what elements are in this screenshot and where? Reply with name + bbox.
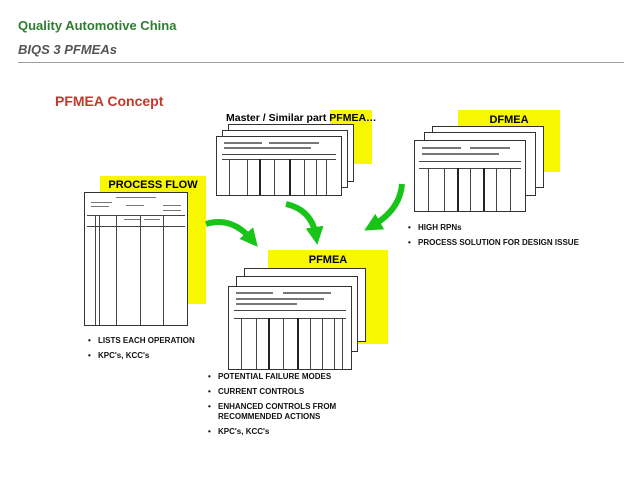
list-item: POTENTIAL FAILURE MODES [208,372,358,382]
list-item: KPC's, KCC's [208,427,358,437]
dfmea-sheet-front [414,140,526,212]
list-item: KPC's, KCC's [88,351,228,361]
list-item: HIGH RPNs [408,223,608,233]
arrow-dfmea-to-pfmea [364,183,405,231]
pfmea-concept-heading: PFMEA Concept [55,93,164,109]
pfmea-sheet-front [228,286,352,370]
pfmea-bullet-list: POTENTIAL FAILURE MODES CURRENT CONTROLS… [208,372,358,442]
header-subtitle: BIQS 3 PFMEAs [18,42,117,57]
list-item: CURRENT CONTROLS [208,387,358,397]
list-item: LISTS EACH OPERATION [88,336,228,346]
list-item: PROCESS SOLUTION FOR DESIGN ISSUE [408,238,608,248]
arrow-master-to-pfmea [285,201,324,245]
header-divider [18,62,624,63]
dfmea-bullet-list: HIGH RPNs PROCESS SOLUTION FOR DESIGN IS… [408,223,608,253]
process-flow-bullet-list: LISTS EACH OPERATION KPC's, KCC's [88,336,228,366]
process-flow-label: PROCESS FLOW [108,179,198,191]
master-pfmea-label: Master / Similar part PFMEA… [226,112,377,124]
master-sheet-front [216,136,342,196]
arrow-process-flow-to-pfmea [205,219,258,247]
dfmea-label: DFMEA [489,114,529,126]
pfmea-label: PFMEA [308,254,348,266]
list-item: ENHANCED CONTROLS FROM RECOMMENDED ACTIO… [208,402,358,422]
header-title: Quality Automotive China [18,18,177,33]
process-flow-sheet [84,192,188,326]
